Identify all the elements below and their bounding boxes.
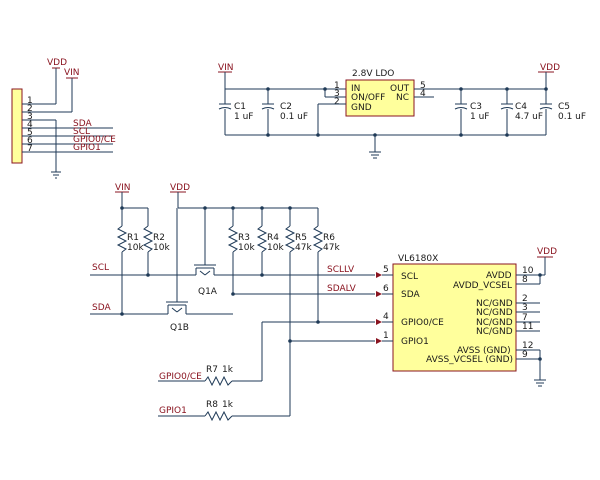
conn-pin-2: 2	[27, 104, 33, 114]
sensor-vdd-label: VDD	[537, 247, 557, 257]
shifter-scl-label: SCL	[92, 263, 109, 273]
sensor-num-2: 2	[522, 294, 528, 304]
conn-pin-7: 7	[27, 144, 33, 154]
r8-value: 1k	[222, 400, 234, 410]
conn-pin-1: 1	[27, 96, 33, 106]
ldo-vdd-label: VDD	[540, 63, 560, 73]
sensor-num-10: 10	[522, 266, 534, 276]
r5-ref: R5	[295, 233, 307, 243]
sensor-pin-ncgnd-11: NC/GND	[476, 327, 513, 337]
c2-value: 0.1 uF	[280, 112, 308, 122]
ldo-vin-label: VIN	[218, 63, 234, 73]
ldo-num-5: 5	[420, 81, 426, 91]
sensor-section: VL6180X SCL SDA GPIO0/CE GPIO1 5 6 4 1 A…	[382, 247, 557, 387]
c3-ref: C3	[470, 102, 482, 112]
conn-net-scl: SCL	[73, 127, 90, 137]
r7-ref: R7	[206, 365, 218, 375]
sensor-num-1: 1	[383, 331, 389, 341]
c3-value: 1 uF	[470, 112, 489, 122]
q1a-label: Q1A	[198, 287, 218, 297]
c5-ref: C5	[558, 102, 570, 112]
sensor-num-9: 9	[522, 350, 528, 360]
sensor-pin-avss-vcsel: AVSS_VCSEL (GND)	[426, 355, 513, 365]
ldo-pin-onoff: ON/OFF	[351, 93, 385, 103]
q1b-fet	[166, 208, 188, 314]
ldo-num-4: 4	[420, 89, 426, 99]
sensor-pin-avss: AVSS (GND)	[457, 346, 511, 356]
c4-ref: C4	[515, 102, 527, 112]
conn-net-sda: SDA	[73, 119, 92, 129]
sensor-pin-scl: SCL	[401, 272, 418, 282]
connector-block: 1 2 3 4 5 6 7 VDD VIN SDA SCL GPIO0/CE G…	[11, 58, 116, 179]
ldo-chip	[345, 79, 415, 117]
q1b-label: Q1B	[170, 323, 189, 333]
shifter-gpio0-label: GPIO0/CE	[159, 372, 202, 382]
ldo-pin-in: IN	[351, 84, 360, 94]
sensor-pin-ncgnd-3: NC/GND	[476, 308, 513, 318]
conn-pin-3: 3	[27, 112, 33, 122]
sensor-num-5: 5	[383, 265, 389, 275]
shifter-sdalv-label: SDALV	[327, 284, 357, 294]
r3-ref: R3	[238, 233, 250, 243]
sensor-num-7: 7	[522, 313, 528, 323]
c5-value: 0.1 uF	[558, 112, 586, 122]
conn-pin-6: 6	[27, 136, 33, 146]
conn-vin-label: VIN	[64, 68, 80, 78]
sensor-num-6: 6	[383, 284, 389, 294]
r1-ref: R1	[127, 233, 139, 243]
sensor-num-12: 12	[522, 341, 533, 351]
sensor-num-3: 3	[522, 303, 528, 313]
conn-pin-4: 4	[27, 120, 33, 130]
r6-ref: R6	[323, 233, 335, 243]
r5-value: 47k	[295, 243, 312, 253]
r1-value: 10k	[127, 243, 144, 253]
c1-ref: C1	[234, 102, 246, 112]
sensor-pin-ncgnd-2: NC/GND	[476, 299, 513, 309]
sensor-num-4: 4	[383, 312, 389, 322]
ldo-num-2: 2	[334, 97, 340, 107]
r4-value: 10k	[267, 243, 284, 253]
conn-pin-5: 5	[27, 128, 33, 138]
shifter-scllv-label: SCLLV	[327, 265, 355, 275]
r8-ref: R8	[206, 400, 218, 410]
shifter-sda-label: SDA	[92, 303, 111, 313]
ldo-pin-nc: NC	[396, 93, 409, 103]
sensor-pin-ncgnd-7: NC/GND	[476, 318, 513, 328]
conn-net-gpio0: GPIO0/CE	[73, 135, 116, 145]
c4-value: 4.7 uF	[515, 112, 543, 122]
c2-ref: C2	[280, 102, 292, 112]
c1-value: 1 uF	[234, 112, 253, 122]
shifter-vdd-label: VDD	[170, 183, 190, 193]
shifter-gpio1-label: GPIO1	[159, 406, 187, 416]
conn-net-gpio1: GPIO1	[73, 143, 101, 153]
q1a-fet	[194, 208, 216, 276]
ldo-title: 2.8V LDO	[352, 69, 394, 79]
sensor-pin-gpio0: GPIO0/CE	[401, 318, 444, 328]
r2-ref: R2	[153, 233, 165, 243]
level-shifter-section: VIN VDD	[90, 183, 382, 422]
conn-vdd-label: VDD	[47, 58, 67, 68]
sensor-num-11: 11	[522, 322, 533, 332]
sensor-title: VL6180X	[398, 254, 438, 264]
ldo-num-3: 3	[334, 89, 340, 99]
shifter-vin-label: VIN	[115, 183, 131, 193]
sensor-num-8: 8	[522, 275, 528, 285]
r2-value: 10k	[153, 243, 170, 253]
sensor-pin-gpio1: GPIO1	[401, 337, 429, 347]
sensor-pin-avdd: AVDD	[486, 271, 512, 281]
sensor-pin-sda: SDA	[401, 290, 420, 300]
ldo-num-1: 1	[334, 81, 340, 91]
ldo-section: VIN C1 1 uF C2 0.1 uF 2.8V LDO IN ON/OFF…	[218, 63, 586, 159]
r3-value: 10k	[238, 243, 255, 253]
r7-value: 1k	[222, 365, 234, 375]
r6-value: 47k	[323, 243, 340, 253]
connector-body	[11, 88, 23, 164]
r4-ref: R4	[267, 233, 279, 243]
sensor-chip	[392, 263, 517, 372]
ldo-pin-out: OUT	[390, 84, 410, 94]
ldo-pin-gnd: GND	[351, 103, 372, 113]
sensor-pin-avdd-vcsel: AVDD_VCSEL	[453, 281, 512, 291]
